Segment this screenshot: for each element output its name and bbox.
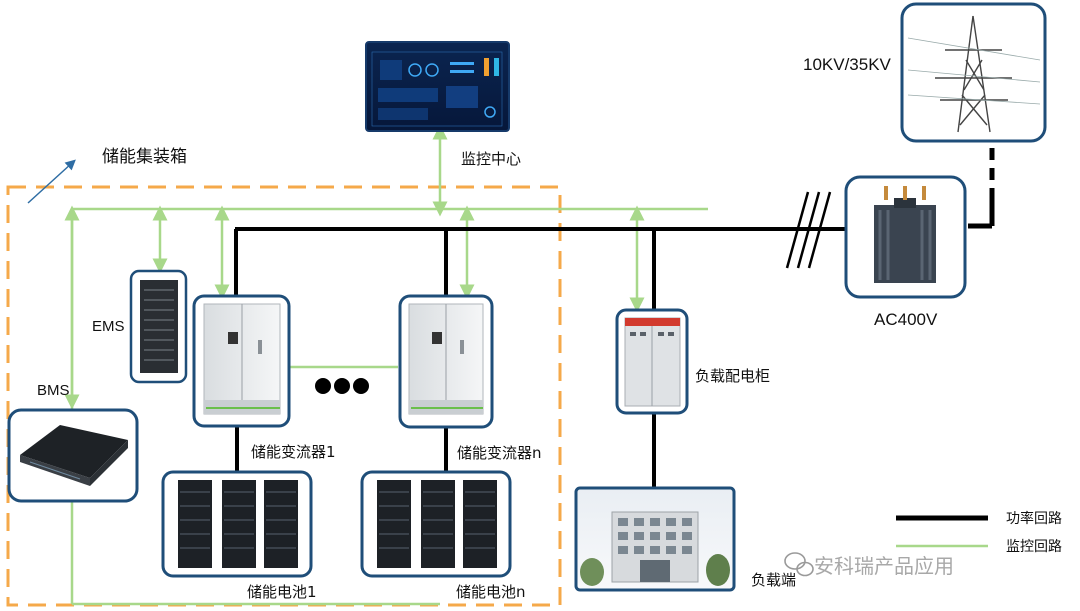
monitor-center-label: 监控中心 xyxy=(461,150,522,168)
load-building-image xyxy=(574,486,736,592)
container-label: 储能集装箱 xyxy=(102,147,187,167)
load-cabinet-image xyxy=(615,308,689,415)
power-break-marks xyxy=(785,191,832,269)
battery-1-label: 储能电池1 xyxy=(247,583,317,601)
transformer-image xyxy=(844,175,967,299)
power-tower-image xyxy=(900,2,1047,143)
legend-monitor-label: 监控回路 xyxy=(1006,539,1062,555)
battery-n-image xyxy=(360,470,512,578)
bms-device-image xyxy=(7,408,139,503)
pcs-n-image xyxy=(398,294,494,429)
ems-rack-image xyxy=(129,269,188,384)
container-pointer-arrow xyxy=(27,159,76,204)
ellipsis-dots xyxy=(315,378,369,394)
wechat-icon xyxy=(784,552,814,577)
power-lines xyxy=(234,227,846,490)
ems-label: EMS xyxy=(92,318,125,335)
battery-n-label: 储能电池n xyxy=(456,583,526,601)
pcs-1-image xyxy=(192,294,291,428)
load-cabinet-label: 负载配电柜 xyxy=(695,367,771,385)
grid-voltage-label: 10KV/35KV xyxy=(803,55,891,74)
battery-1-image xyxy=(161,470,313,578)
load-end-label: 负载端 xyxy=(751,571,797,589)
pcs-1-label: 储能变流器1 xyxy=(251,443,336,461)
pcs-n-label: 储能变流器n xyxy=(457,444,542,462)
monitor-lines xyxy=(64,124,708,606)
monitor-center-screen xyxy=(365,41,510,132)
bms-label: BMS xyxy=(37,382,70,399)
legend-power-label: 功率回路 xyxy=(1006,511,1062,527)
grid-dashed-line xyxy=(968,148,995,229)
watermark-text: 安科瑞产品应用 xyxy=(814,554,954,578)
transformer-voltage-label: AC400V xyxy=(874,310,938,329)
